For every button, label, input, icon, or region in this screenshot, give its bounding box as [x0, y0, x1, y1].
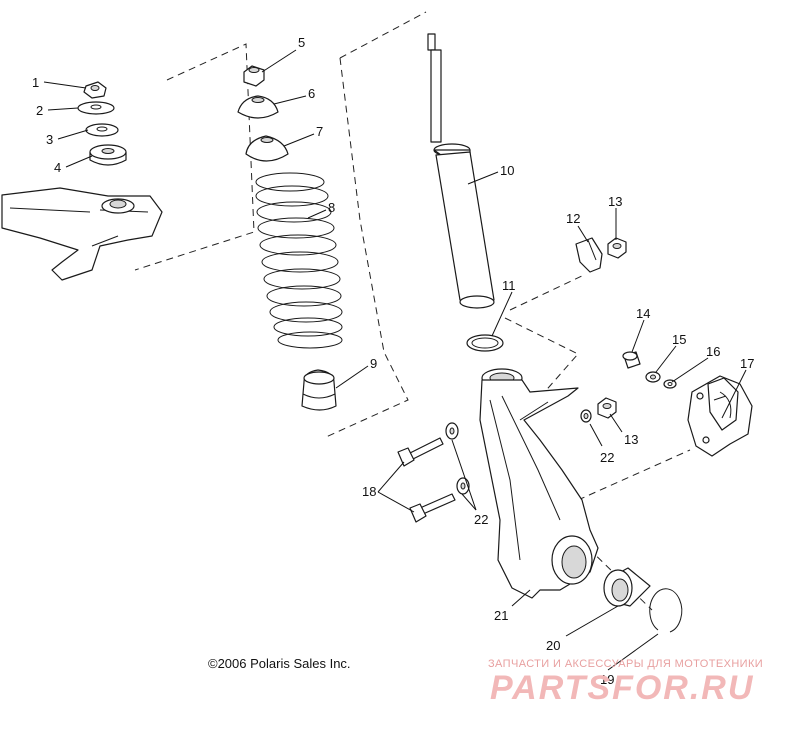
dashed-line-caliper — [577, 449, 691, 501]
nut-part-5 — [243, 65, 265, 87]
callout-21: 21 — [494, 608, 508, 623]
callout-12: 12 — [566, 211, 580, 226]
dashed-line-bracket — [509, 274, 585, 311]
callout-9: 9 — [370, 356, 377, 371]
steering-knuckle-part-21 — [479, 368, 599, 599]
callout-6: 6 — [308, 86, 315, 101]
nut-part-13-lower — [597, 397, 617, 419]
dashed-frame-left — [134, 43, 255, 271]
callout-16: 16 — [706, 344, 720, 359]
cushion-part-4 — [89, 144, 127, 166]
callout-11: 11 — [502, 278, 516, 293]
watermark-subtitle: ЗАПЧАСТИ И АКСЕССУАРЫ ДЛЯ МОТОТЕХНИКИ — [488, 658, 764, 670]
callout-3: 3 — [46, 132, 53, 147]
washer-part-2 — [77, 101, 115, 115]
callout-10: 10 — [500, 163, 514, 178]
callout-13-upper: 13 — [608, 194, 622, 209]
nut-part-1 — [83, 81, 107, 99]
washer-part-16 — [663, 379, 677, 389]
bearing-part-20 — [603, 567, 651, 607]
callout-2: 2 — [36, 103, 43, 118]
brake-caliper-part-17 — [687, 375, 753, 457]
callout-17: 17 — [740, 356, 754, 371]
washer-part-22-right — [580, 409, 592, 423]
bushing-part-3 — [85, 123, 119, 137]
callout-8: 8 — [328, 200, 335, 215]
callout-1: 1 — [32, 75, 39, 90]
callout-14: 14 — [636, 306, 650, 321]
bump-stop-part-9 — [301, 369, 337, 411]
nut-part-13-upper — [607, 237, 627, 259]
callout-4: 4 — [54, 160, 61, 175]
callout-15: 15 — [672, 332, 686, 347]
washer-part-15 — [645, 371, 661, 383]
dashed-frame-center — [339, 11, 427, 59]
leader-lines — [43, 49, 747, 671]
callout-18: 18 — [362, 484, 376, 499]
copyright-notice: ©2006 Polaris Sales Inc. — [208, 656, 351, 671]
callout-labels: 1 2 3 4 5 6 7 8 9 10 11 12 13 13 14 15 1… — [32, 35, 754, 687]
callout-13-lower: 13 — [624, 432, 638, 447]
callout-7: 7 — [316, 124, 323, 139]
callout-22-left: 22 — [474, 512, 488, 527]
cup-washer-part-6 — [237, 95, 279, 119]
dashed-frame-center-side — [325, 57, 409, 438]
watermark-logo: PARTSFOR.RU — [490, 669, 755, 707]
spring-seat-part-7 — [245, 135, 289, 162]
dashed-line-shock — [504, 317, 579, 421]
upper-a-arm — [1, 187, 163, 281]
bolt-part-14 — [622, 351, 641, 369]
callout-22-right: 22 — [600, 450, 614, 465]
o-ring-part-11 — [466, 334, 504, 352]
callout-5: 5 — [298, 35, 305, 50]
bracket-part-12 — [575, 237, 603, 273]
snap-ring-part-19 — [649, 588, 683, 633]
washer-part-22-left — [445, 422, 470, 495]
shock-absorber-part-10 — [427, 33, 495, 309]
coil-spring-part-8 — [255, 172, 343, 349]
callout-19: 19 — [600, 672, 614, 687]
callout-20: 20 — [546, 638, 560, 653]
bolts-part-18 — [397, 437, 456, 523]
